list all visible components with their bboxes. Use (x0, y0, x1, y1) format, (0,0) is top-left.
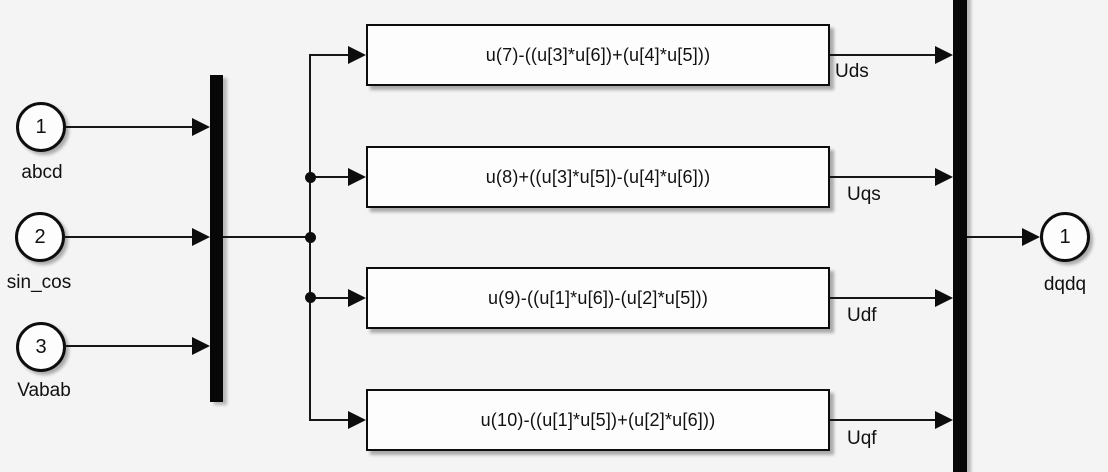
wire-udf[interactable] (830, 297, 937, 299)
fcn-block-udf[interactable]: u(9)-((u[1]*u[6])-(u[2]*u[5])) (366, 267, 830, 329)
inport-3-label: Vabab (17, 380, 71, 401)
fcn-expression: u(10)-((u[1]*u[5])+(u[2]*u[6])) (480, 409, 716, 430)
arrowhead-icon (935, 46, 953, 64)
fcn-expression: u(7)-((u[3]*u[6])+(u[4]*u[5])) (485, 44, 711, 65)
fcn-expression: u(8)+((u[3]*u[5])-(u[4]*u[6])) (485, 166, 711, 187)
arrowhead-icon (192, 337, 210, 355)
wire-branch-4[interactable] (309, 419, 349, 421)
inport-2[interactable]: 2 (15, 212, 65, 262)
fcn-expression: u(9)-((u[1]*u[6])-(u[2]*u[5])) (487, 287, 709, 308)
inport-1-label: abcd (21, 162, 63, 183)
input-mux-block[interactable] (210, 75, 223, 402)
fcn-block-uds[interactable]: u(7)-((u[3]*u[6])+(u[4]*u[5])) (366, 24, 830, 86)
outport-1-number: 1 (1059, 225, 1071, 248)
wire-inport-2[interactable] (64, 236, 194, 238)
wire-branch-3[interactable] (309, 297, 349, 299)
arrowhead-icon (935, 168, 953, 186)
arrowhead-icon (192, 118, 210, 136)
wire-branch-2[interactable] (309, 176, 349, 178)
arrowhead-icon (935, 411, 953, 429)
wire-uds[interactable] (830, 54, 937, 56)
fcn-block-uqf[interactable]: u(10)-((u[1]*u[5])+(u[2]*u[6])) (366, 389, 830, 451)
arrowhead-icon (935, 289, 953, 307)
branch-dot (305, 172, 316, 183)
outport-1-label: dqdq (1043, 274, 1087, 295)
fcn-block-uqs[interactable]: u(8)+((u[3]*u[5])-(u[4]*u[6])) (366, 146, 830, 208)
wire-branch-1[interactable] (309, 54, 349, 56)
wire-outport[interactable] (967, 236, 1023, 238)
signal-label-udf[interactable]: Udf (847, 305, 877, 326)
branch-dot (305, 232, 316, 243)
wire-mux-output[interactable] (223, 236, 310, 238)
signal-label-uqf[interactable]: Uqf (847, 428, 877, 449)
inport-1[interactable]: 1 (16, 102, 66, 152)
inport-1-number: 1 (35, 115, 47, 138)
wire-uqs[interactable] (830, 176, 937, 178)
arrowhead-icon (192, 228, 210, 246)
output-mux-block[interactable] (953, 0, 967, 472)
inport-2-number: 2 (34, 225, 46, 248)
arrowhead-icon (348, 411, 366, 429)
inport-3[interactable]: 3 (16, 322, 66, 372)
wire-inport-1[interactable] (66, 126, 194, 128)
arrowhead-icon (348, 168, 366, 186)
branch-dot (305, 292, 316, 303)
arrowhead-icon (348, 46, 366, 64)
arrowhead-icon (348, 289, 366, 307)
inport-2-label: sin_cos (6, 272, 72, 293)
inport-3-number: 3 (35, 335, 47, 358)
outport-1[interactable]: 1 (1040, 212, 1090, 262)
signal-label-uds[interactable]: Uds (835, 61, 869, 82)
wire-uqf[interactable] (830, 419, 937, 421)
arrowhead-icon (1022, 228, 1040, 246)
signal-label-uqs[interactable]: Uqs (847, 184, 881, 205)
wire-inport-3[interactable] (66, 345, 194, 347)
